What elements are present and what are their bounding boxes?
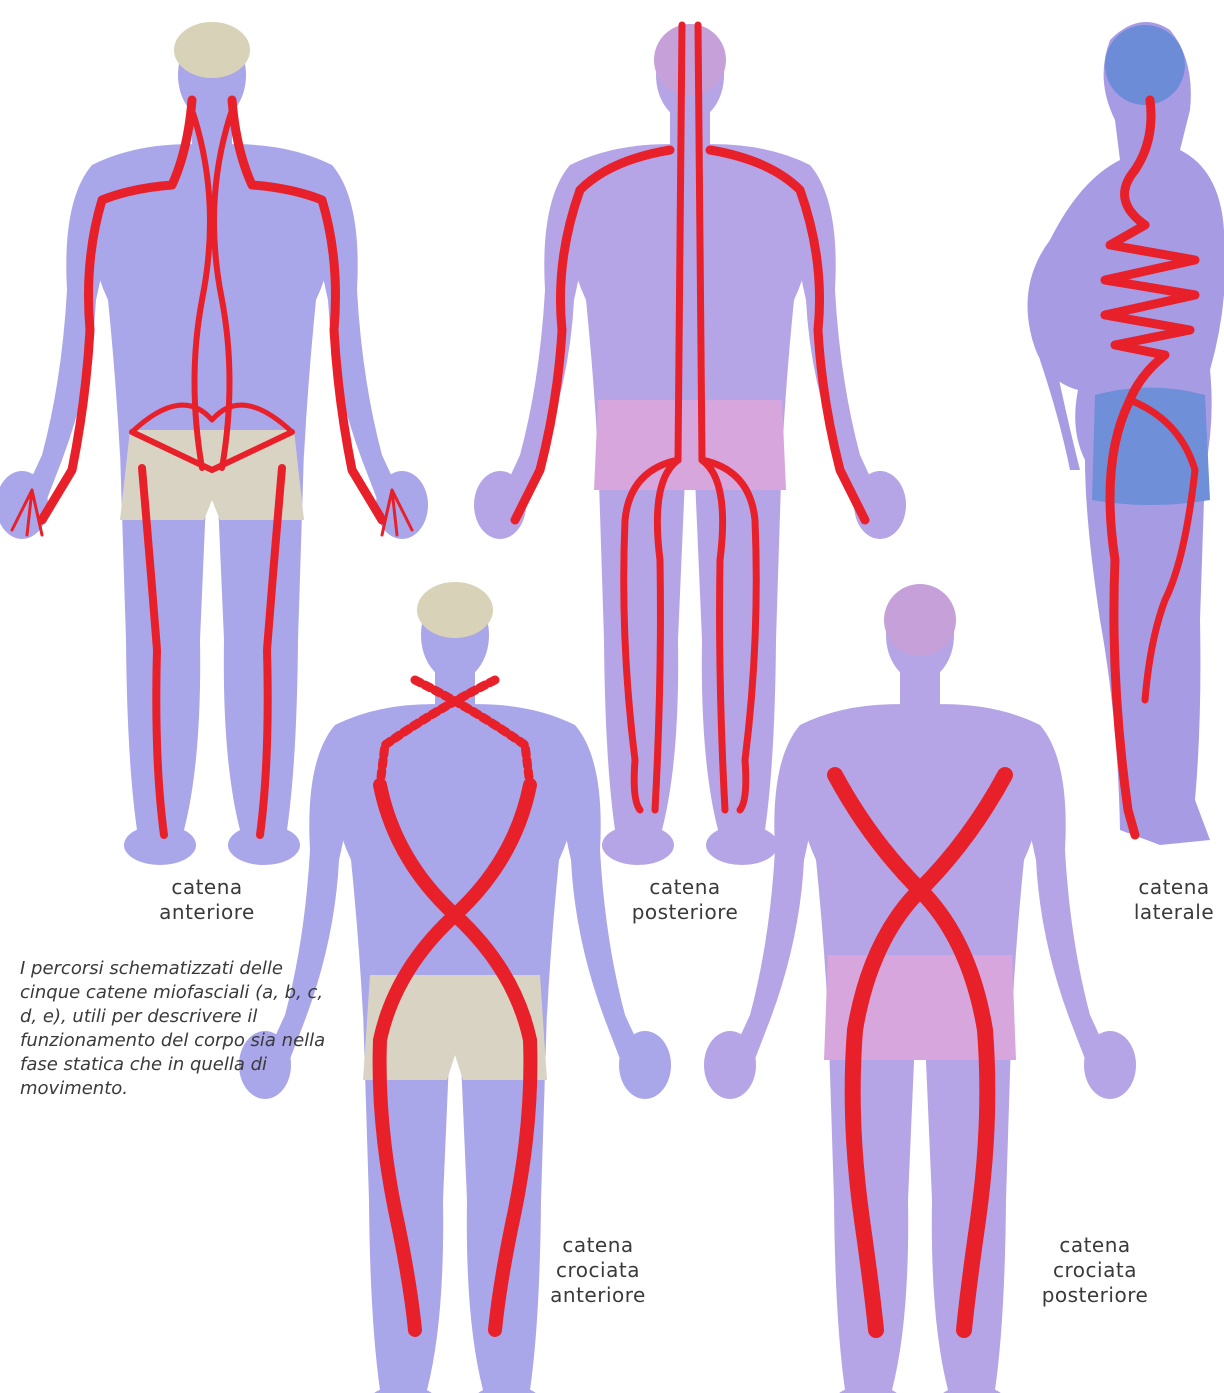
hair xyxy=(174,22,250,78)
label-line: crociata xyxy=(528,1258,668,1283)
label-line: catena xyxy=(1025,1233,1165,1258)
label-anterior-cross-chain: catena crociata anteriore xyxy=(528,1233,668,1308)
label-line: anteriore xyxy=(528,1283,668,1308)
label-posterior-chain: catena posteriore xyxy=(610,875,760,925)
label-line: catena xyxy=(528,1233,668,1258)
label-line: laterale xyxy=(1124,900,1224,925)
label-anterior-chain: catena anteriore xyxy=(132,875,282,925)
hair xyxy=(884,584,956,656)
label-lateral-chain: catena laterale xyxy=(1124,875,1224,925)
label-line: catena xyxy=(1124,875,1224,900)
shorts xyxy=(594,400,786,490)
label-line: posteriore xyxy=(1025,1283,1165,1308)
label-line: catena xyxy=(610,875,760,900)
label-line: posteriore xyxy=(610,900,760,925)
label-line: crociata xyxy=(1025,1258,1165,1283)
figure-caption: I percorsi schematizzati delle cinque ca… xyxy=(20,957,340,1101)
hair xyxy=(654,24,726,96)
label-posterior-cross-chain: catena crociata posteriore xyxy=(1025,1233,1165,1308)
hair xyxy=(417,582,493,638)
figure-lateral-chain xyxy=(1028,22,1224,845)
hair xyxy=(1105,25,1185,105)
label-line: catena xyxy=(132,875,282,900)
label-line: anteriore xyxy=(132,900,282,925)
